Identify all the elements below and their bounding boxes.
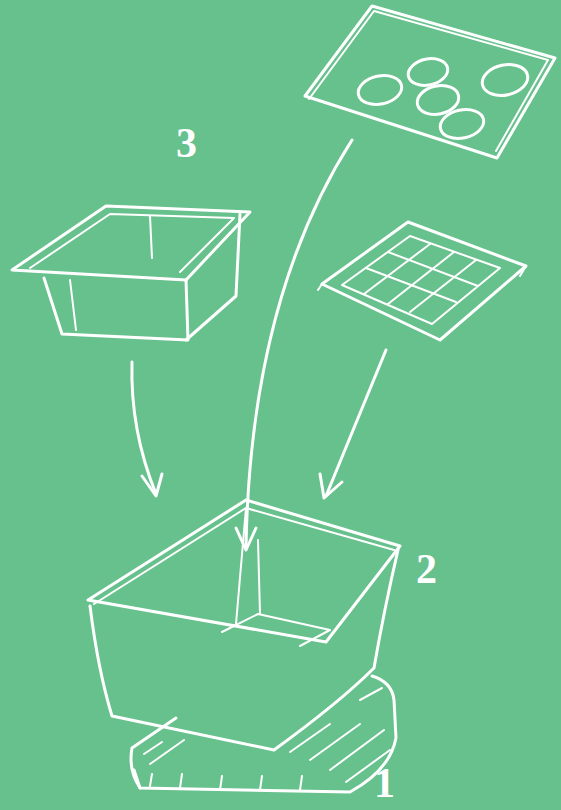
grid-tray xyxy=(318,222,526,340)
insert-tray xyxy=(12,206,250,340)
lid-plate xyxy=(305,6,555,158)
base-slab xyxy=(131,676,396,792)
assembly-arrows xyxy=(132,140,386,550)
callout-number: 1 xyxy=(374,762,395,804)
callout-number: 3 xyxy=(176,122,197,164)
container xyxy=(88,500,400,750)
callout-number: 2 xyxy=(416,548,437,590)
